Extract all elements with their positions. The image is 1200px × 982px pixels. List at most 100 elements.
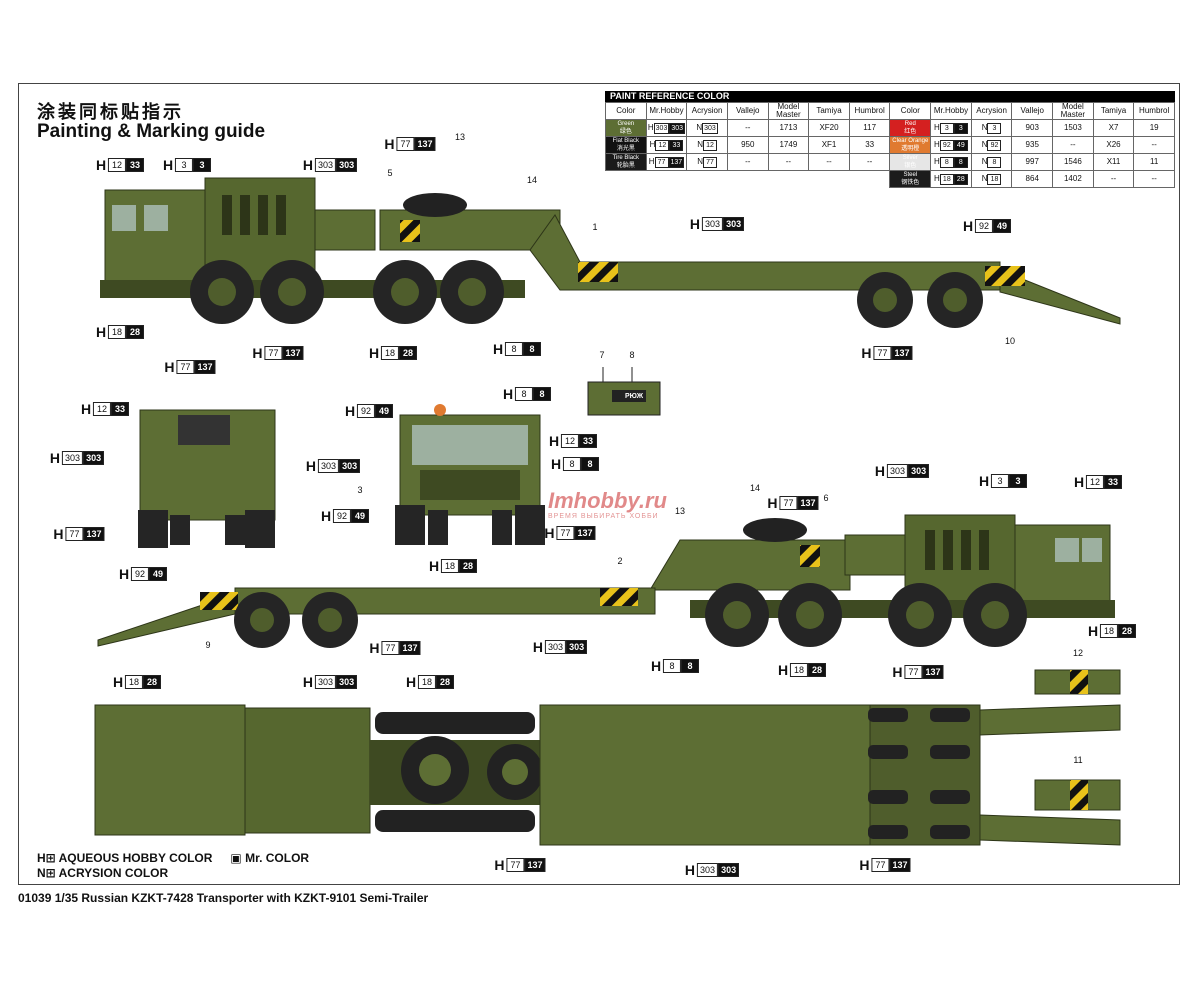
callout-aqueous-code: 8: [515, 387, 534, 401]
tamiya-code: --: [1092, 170, 1135, 188]
callout-prefix: H: [320, 508, 332, 524]
callout-prefix: H: [80, 401, 92, 417]
callout-prefix: H: [532, 639, 544, 655]
callout-prefix: H: [859, 857, 870, 873]
callout-aqueous-code: 18: [125, 675, 144, 689]
mr-color-code: 33: [669, 139, 684, 151]
callout-mr-code: 33: [126, 158, 145, 172]
acrysion-value: 8: [987, 156, 1002, 168]
callout-prefix: H: [550, 456, 562, 472]
title-chinese: 涂装同标贴指示: [37, 102, 184, 122]
callout-prefix: H: [405, 674, 417, 690]
callout-aqueous-code: 303: [62, 451, 84, 465]
callout-mr-code: 137: [574, 526, 596, 540]
mr-color-code: 49: [953, 139, 968, 151]
callout-mr-code: 303: [718, 863, 740, 877]
column-header: Tamiya: [808, 102, 850, 120]
color-name-cn: 银色: [904, 163, 917, 169]
guide-frame: [18, 83, 1180, 885]
color-name: Flat Black: [612, 138, 639, 144]
legend-acrysion: N⊞ ACRYSION COLOR: [37, 866, 169, 880]
callout-prefix: H: [112, 674, 124, 690]
callout-mr-code: 303: [723, 217, 745, 231]
acrysion-value: 12: [702, 139, 717, 151]
callout-mr-code: 33: [1104, 475, 1123, 489]
callout-aqueous-code: 18: [1100, 624, 1119, 638]
tamiya-code: X11: [1092, 153, 1135, 171]
color-name-cn: 轮胎黑: [616, 163, 635, 169]
callout-mr-code: 28: [126, 325, 145, 339]
column-header: Mr.Hobby: [930, 102, 972, 120]
callout-aqueous-code: 77: [556, 526, 575, 540]
column-header: Color: [889, 102, 932, 120]
callout-aqueous-code: 8: [563, 457, 582, 471]
humbrol-code: --: [848, 153, 891, 171]
callout-mr-code: 49: [149, 567, 168, 581]
color-name-cn: 钢铁色: [901, 180, 920, 186]
callout-prefix: H: [650, 658, 662, 674]
callout-prefix: H: [494, 857, 505, 873]
door-marking-text: РЮЖ: [625, 393, 644, 400]
tamiya-code: XF1: [808, 136, 850, 154]
humbrol-code: 33: [848, 136, 891, 154]
side-view-upper: [100, 177, 1121, 328]
callout-aqueous-code: 77: [176, 360, 195, 374]
callout-prefix: H: [95, 324, 107, 340]
column-header: Humbrol: [1133, 102, 1175, 120]
callout-prefix: H: [164, 359, 175, 375]
callout-mr-code: 137: [194, 360, 216, 374]
callout-mr-code: 137: [524, 858, 546, 872]
part-number-label: 12: [1072, 648, 1084, 658]
callout-aqueous-code: 92: [131, 567, 150, 581]
mm-code: --: [1052, 136, 1094, 154]
callout-aqueous-code: 12: [108, 158, 127, 172]
top-view: [94, 669, 1121, 846]
callout-mr-code: 28: [143, 675, 162, 689]
callout-mr-code: 303: [83, 451, 105, 465]
callout-prefix: H: [892, 664, 903, 680]
part-number-label: 8: [629, 350, 635, 360]
vallejo-code: 903: [1011, 119, 1054, 137]
callout-mr-code: 303: [566, 640, 588, 654]
tamiya-code: XF20: [808, 119, 850, 137]
callout-prefix: H: [344, 403, 356, 419]
callout-mr-code: 303: [339, 459, 361, 473]
callout-prefix: H: [1073, 474, 1085, 490]
vallejo-code: --: [726, 119, 769, 137]
aqueous-code: 12: [655, 139, 670, 151]
color-name: Tire Black: [612, 155, 640, 161]
aqueous-code: 8: [939, 156, 954, 168]
callout-mr-code: 33: [111, 402, 130, 416]
callout-prefix: H: [302, 157, 314, 173]
callout-mr-code: 28: [459, 559, 478, 573]
door-marking-detail: [587, 367, 661, 416]
color-name: Silver: [902, 155, 918, 161]
column-header: Vallejo: [726, 102, 769, 120]
callout-prefix: H: [978, 473, 990, 489]
callout-mr-code: 303: [336, 675, 358, 689]
mr-color-code: 137: [668, 156, 685, 168]
mm-code: 1713: [767, 119, 810, 137]
